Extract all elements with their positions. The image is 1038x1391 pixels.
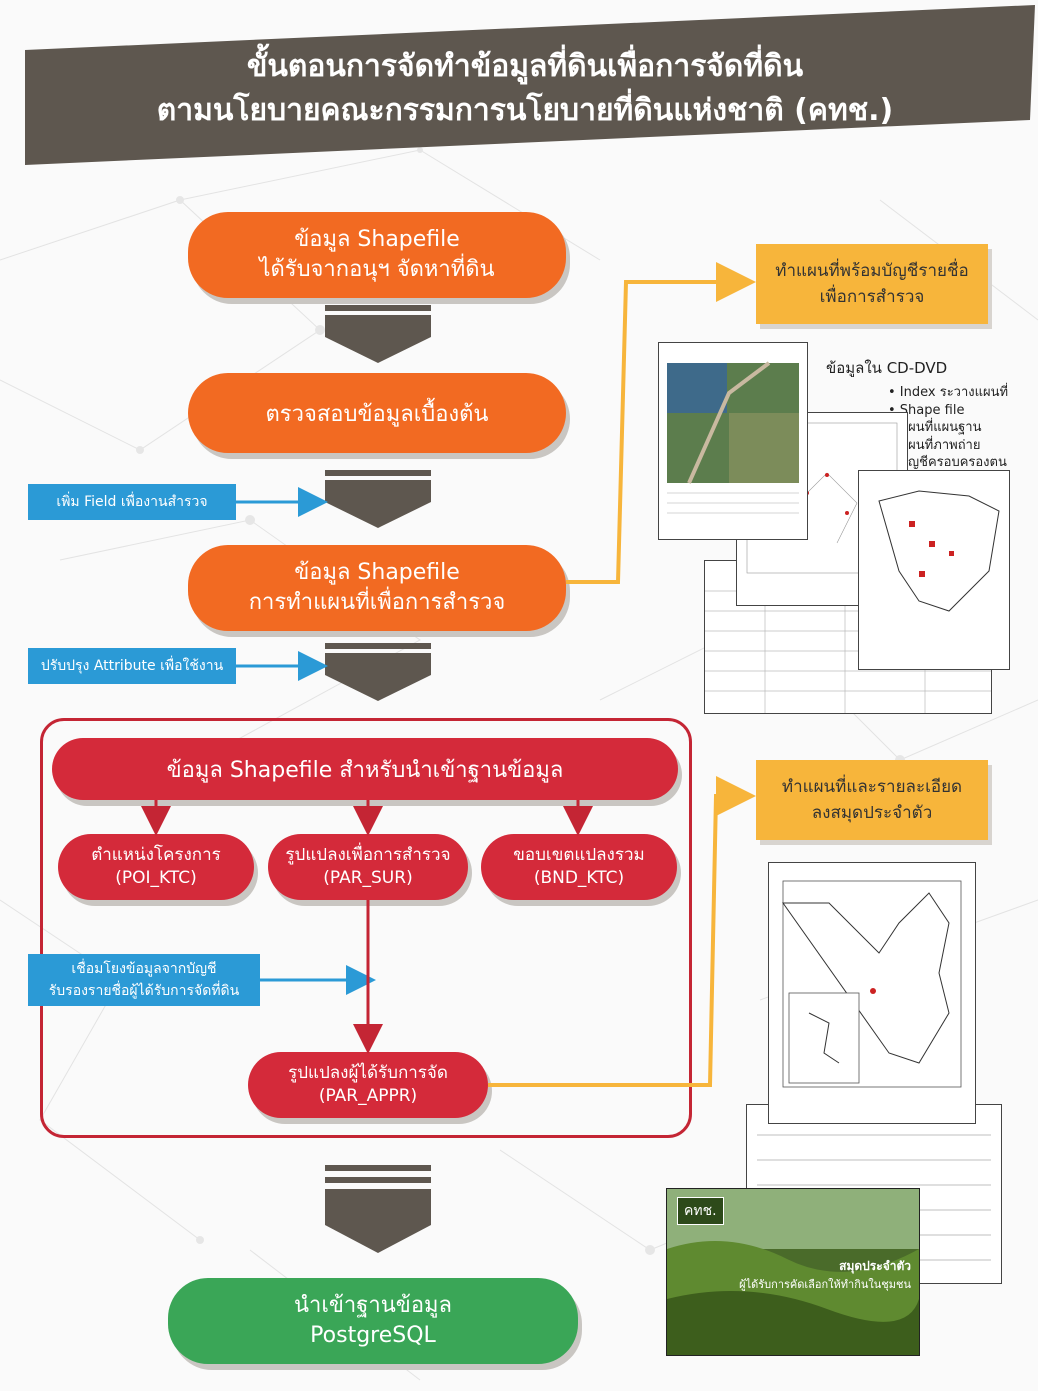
final-line1: นำเข้าฐานข้อมูล <box>293 1293 453 1318</box>
side3-line2: รับรองรายชื่อผู้ได้รับการจัดที่ดิน <box>48 983 240 999</box>
side2-text: ปรับปรุง Attribute เพื่อใช้งาน <box>40 658 224 674</box>
box1-line2: เพื่อการสำรวจ <box>819 287 925 307</box>
title-line-2: ตามนโยบายคณะกรรมการนโยบายที่ดินแห่งชาติ … <box>156 93 894 128</box>
layer-bnd-ktc: ขอบเขตแปลงรวม (BND_KTC) <box>481 834 677 900</box>
par-appr-line2: (PAR_APPR) <box>318 1086 418 1106</box>
step1-line2: ได้รับจากอนุฯ จัดหาที่ดิน <box>259 257 495 282</box>
cd-item: • Index ระวางแผนที่ <box>888 385 1009 400</box>
side-note-update-attribute: ปรับปรุง Attribute เพื่อใช้งาน <box>28 648 236 684</box>
book-title: สมุดประจำตัว <box>839 1259 911 1273</box>
sub1-line1: ตำแหน่งโครงการ <box>91 845 221 865</box>
book-subtitle: ผู้ได้รับการคัดเลือกให้ทำกินในชุมชน <box>739 1278 911 1291</box>
output-map-detail-book: ทำแผนที่และรายละเอียด ลงสมุดประจำตัว <box>756 760 988 840</box>
sub2-line2: (PAR_SUR) <box>323 868 413 888</box>
step1-line1: ข้อมูล Shapefile <box>294 227 460 252</box>
step2-line1: ตรวจสอบข้อมูลเบื้องต้น <box>265 401 489 427</box>
step3-line1: ข้อมูล Shapefile <box>294 560 460 585</box>
side-note-link-registry: เชื่อมโยงข้อมูลจากบัญชี รับรองรายชื่อผู้… <box>28 954 260 1006</box>
layer-par-sur: รูปแปลงเพื่อการสำรวจ (PAR_SUR) <box>268 834 468 900</box>
par-appr-line1: รูปแปลงผู้ได้รับการจัด <box>288 1063 448 1083</box>
box2-line1: ทำแผนที่และรายละเอียด <box>781 777 963 797</box>
sub2-line1: รูปแปลงเพื่อการสำรวจ <box>285 845 451 865</box>
side3-line1: เชื่อมโยงข้อมูลจากบัญชี <box>71 961 217 977</box>
title-line-1: ขั้นตอนการจัดทำข้อมูลที่ดินเพื่อการจัดที… <box>246 49 804 84</box>
step-survey-mapping: ข้อมูล Shapefile การทำแผนที่เพื่อการสำรว… <box>188 545 566 631</box>
book-cover-image: คทช. สมุดประจำตัว ผู้ได้รับการคัดเลือกให… <box>666 1188 920 1356</box>
cd-dvd-title: ข้อมูลใน CD-DVD <box>826 359 948 377</box>
output-survey-map-list: ทำแผนที่พร้อมบัญชีรายชื่อ เพื่อการสำรวจ <box>756 244 988 324</box>
db-shapefile-header: ข้อมูล Shapefile สำหรับนำเข้าฐานข้อมูล <box>52 738 678 800</box>
db-header-text: ข้อมูล Shapefile สำหรับนำเข้าฐานข้อมูล <box>166 757 564 783</box>
chevron-down-icon <box>325 643 431 701</box>
header-banner <box>25 5 1035 165</box>
final-postgresql-import: นำเข้าฐานข้อมูล PostgreSQL <box>168 1278 578 1364</box>
cd-item: • แผนที่ภาพถ่าย <box>888 437 981 453</box>
final-line2: PostgreSQL <box>310 1323 436 1348</box>
layer-par-appr: รูปแปลงผู้ได้รับการจัด (PAR_APPR) <box>248 1052 488 1118</box>
parcel-map-image <box>768 862 976 1124</box>
sub3-line1: ขอบเขตแปลงรวม <box>513 845 645 865</box>
layer-poi-ktc: ตำแหน่งโครงการ (POI_KTC) <box>58 834 254 900</box>
box2-line2: ลงสมุดประจำตัว <box>811 803 933 823</box>
page-title: ขั้นตอนการจัดทำข้อมูลที่ดินเพื่อการจัดที… <box>25 45 1025 133</box>
box1-line1: ทำแผนที่พร้อมบัญชีรายชื่อ <box>775 261 969 281</box>
sub3-line2: (BND_KTC) <box>533 868 625 888</box>
database-group-frame <box>40 718 692 1138</box>
sub1-line2: (POI_KTC) <box>115 868 197 888</box>
boundary-map-image <box>858 470 1010 670</box>
chevron-down-icon <box>325 305 431 363</box>
cd-item: • บัญชีครอบครองตน <box>888 455 1007 471</box>
side-note-add-field: เพิ่ม Field เพื่องานสำรวจ <box>28 484 236 520</box>
satellite-map-image <box>658 342 808 540</box>
book-logo: คทช. <box>677 1197 724 1225</box>
step-shapefile-received: ข้อมูล Shapefile ได้รับจากอนุฯ จัดหาที่ด… <box>188 212 566 298</box>
cd-item: • แผนที่แผนฐาน <box>888 420 982 436</box>
chevron-down-icon <box>325 470 431 528</box>
side1-text: เพิ่ม Field เพื่องานสำรวจ <box>56 494 208 510</box>
step3-line2: การทำแผนที่เพื่อการสำรวจ <box>248 590 506 615</box>
chevron-down-icon <box>325 1165 431 1253</box>
step-initial-check: ตรวจสอบข้อมูลเบื้องต้น <box>188 373 566 453</box>
